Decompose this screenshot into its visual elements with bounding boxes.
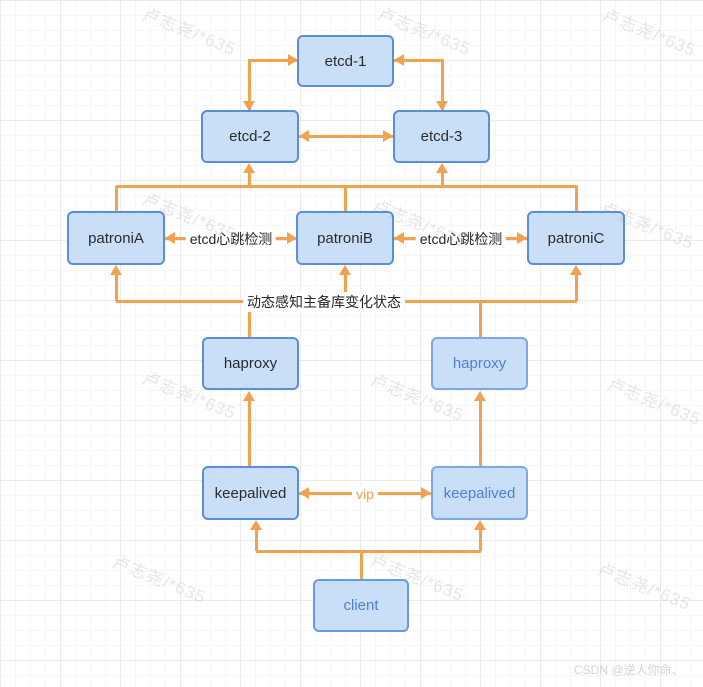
arrowhead-into-keepalivedR-bottom	[474, 520, 486, 530]
node-etcd-3-label: etcd-3	[420, 128, 463, 145]
node-haproxy-right-label: haproxy	[452, 355, 507, 372]
arrowhead-into-patroniB-left	[287, 232, 297, 244]
node-etcd-2: etcd-2	[201, 110, 299, 163]
edge-bus-drop-patroniB	[344, 186, 347, 212]
edge-etcd2-etcd1-horizontal	[248, 59, 298, 62]
edge-bus-rise-patroniB	[344, 272, 347, 301]
arrowhead-into-patroniC-left	[517, 232, 527, 244]
edge-etcd2-etcd3	[299, 135, 393, 138]
edge-bus-rise-patroniC	[575, 272, 578, 301]
node-patroniB: patroniB	[296, 211, 394, 265]
edge-label-state-change: 动态感知主备库变化状态	[243, 292, 405, 312]
edge-client-rise	[360, 551, 363, 580]
arrowhead-into-patroniA-bottom	[110, 265, 122, 275]
arrowhead-into-etcd3-bottom	[436, 163, 448, 173]
node-client: client	[313, 579, 409, 632]
watermark-text: 卢志尧/*635	[110, 548, 211, 608]
node-keepalived-right-label: keepalived	[443, 484, 516, 502]
arrowhead-into-keepalivedL-bottom	[250, 520, 262, 530]
arrowhead-into-patroniC-bottom	[570, 265, 582, 275]
watermark-text: 卢志尧/*635	[605, 370, 703, 430]
edge-etcd1-etcd3-horizontal	[394, 59, 444, 62]
node-patroniA: patroniA	[67, 211, 165, 265]
edge-etcd1-etcd3-vertical	[441, 60, 444, 111]
edge-bus-rise-patroniA	[115, 272, 118, 301]
node-client-label: client	[343, 597, 379, 614]
node-etcd-3: etcd-3	[393, 110, 490, 163]
edge-bus-drop-patroniC	[575, 186, 578, 212]
node-haproxy-right: haproxy	[431, 337, 528, 390]
edge-bus-rise-etcd2	[248, 170, 251, 187]
node-haproxy-left: haproxy	[202, 337, 299, 390]
edge-etcd2-etcd1-vertical	[248, 60, 251, 111]
node-etcd-2-label: etcd-2	[229, 128, 271, 145]
arrowhead-into-haproxyL-bottom	[243, 391, 255, 401]
watermark-text: 卢志尧/*635	[139, 4, 239, 60]
node-etcd-1-label: etcd-1	[324, 52, 367, 70]
arrowhead-into-etcd1-right	[394, 54, 404, 66]
edge-keepalivedL-haproxyL	[248, 398, 251, 467]
arrowhead-into-etcd3-top	[436, 101, 448, 111]
arrowhead-into-etcd1-left	[288, 54, 298, 66]
watermark-text: 卢志尧/*635	[595, 555, 696, 615]
edge-bus-rise-keepalivedL	[255, 527, 258, 551]
edge-bus-rise-etcd3	[441, 170, 444, 187]
node-keepalived-left: keepalived	[202, 466, 299, 520]
node-keepalived-right: keepalived	[431, 466, 528, 520]
node-patroniC: patroniC	[527, 211, 625, 265]
arrowhead-into-patroniB-bottom	[339, 265, 351, 275]
edge-bus-drop-haproxy-right	[479, 301, 482, 338]
arrowhead-into-etcd2-bottom	[243, 163, 255, 173]
arrowhead-into-keepalivedL-right	[299, 487, 309, 499]
arrowhead-into-etcd2-top	[243, 101, 255, 111]
edge-label-vip: vip	[352, 486, 378, 502]
arrowhead-into-patroniB-right	[394, 232, 404, 244]
edge-bus-client	[256, 550, 481, 553]
watermark-text: 卢志尧/*635	[599, 5, 699, 61]
node-haproxy-left-label: haproxy	[223, 355, 278, 372]
edge-bus-drop-patroniA	[115, 186, 118, 212]
edge-label-heartbeat-bc: etcd心跳检测	[415, 229, 507, 249]
node-patroniB-label: patroniB	[317, 229, 373, 247]
edge-label-heartbeat-ab: etcd心跳检测	[185, 229, 277, 249]
arrowhead-into-patroniA-right	[165, 232, 175, 244]
arrowhead-into-etcd2-right	[299, 130, 309, 142]
node-patroniC-label: patroniC	[547, 229, 605, 247]
edge-keepalivedR-haproxyR	[479, 398, 482, 467]
edge-bus-rise-keepalivedR	[479, 527, 482, 551]
arrowhead-into-etcd3-left	[383, 130, 393, 142]
node-keepalived-left-label: keepalived	[214, 484, 287, 502]
arrowhead-into-keepalivedR-left	[421, 487, 431, 499]
arrowhead-into-haproxyR-bottom	[474, 391, 486, 401]
edge-bus-drop-haproxy-left	[248, 301, 251, 338]
node-etcd-1: etcd-1	[297, 35, 394, 87]
node-patroniA-label: patroniA	[88, 229, 144, 247]
csdn-credit: CSDN @逆人你命、	[574, 663, 684, 677]
